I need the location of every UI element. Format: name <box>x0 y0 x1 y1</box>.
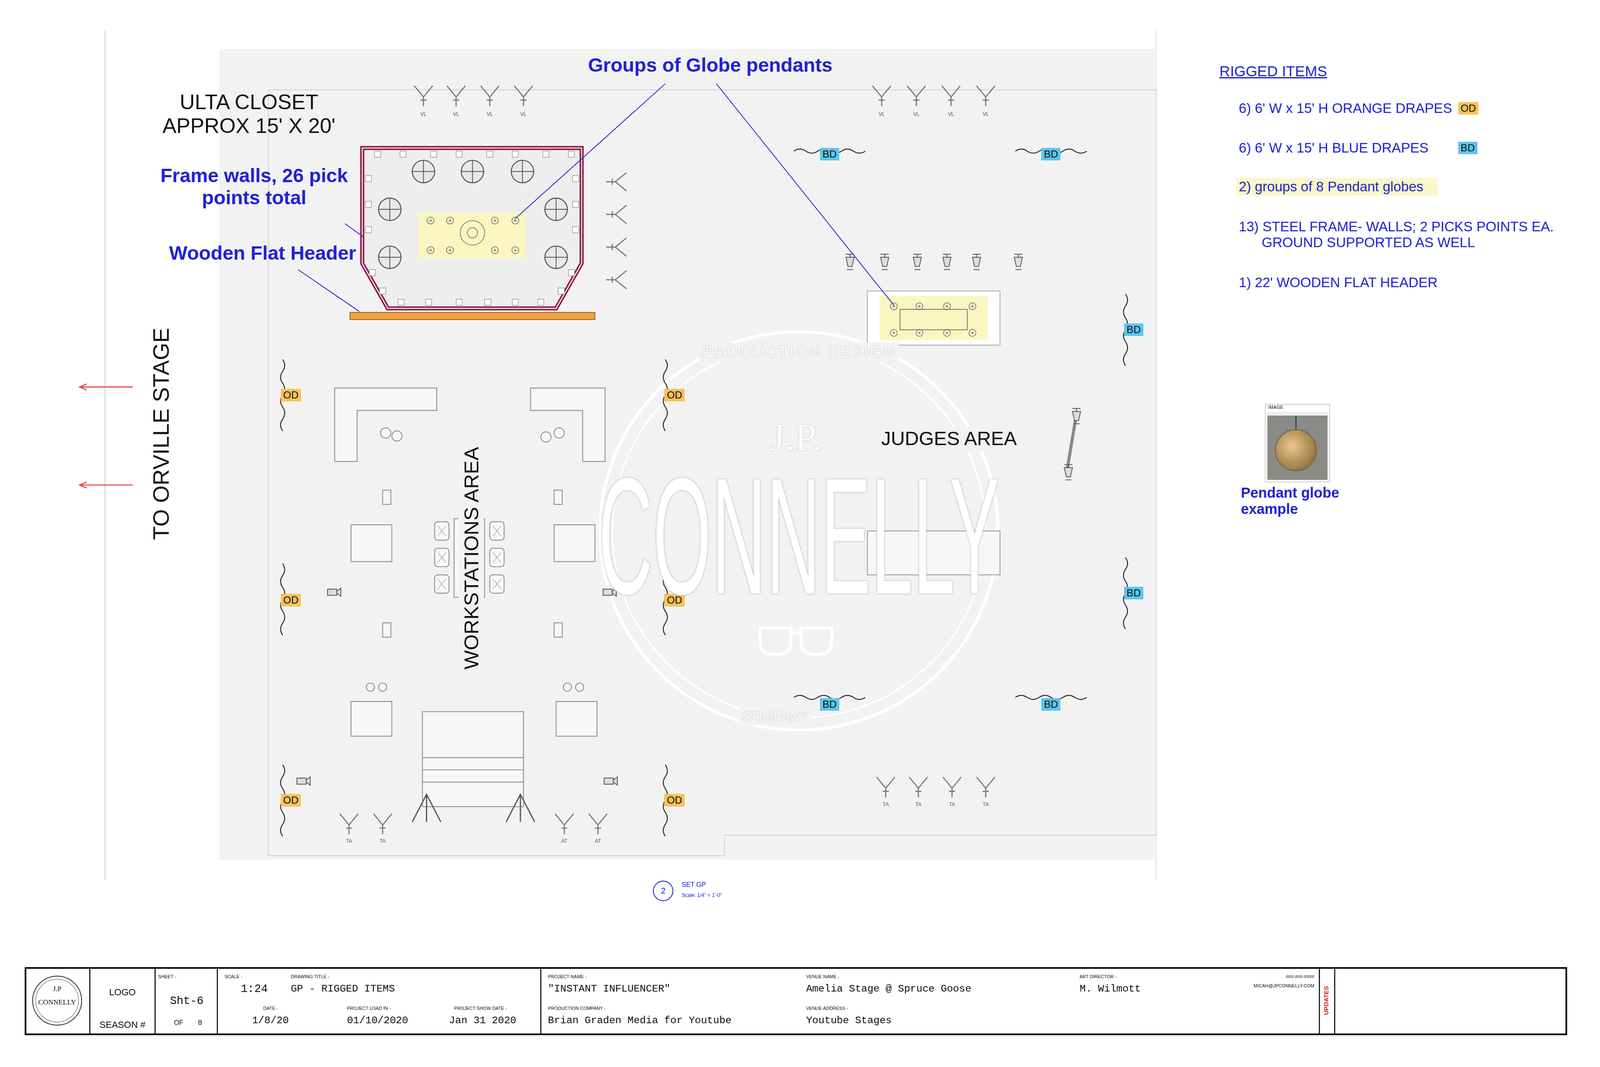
fixture-code: TA <box>982 801 989 808</box>
title-block-text: PROJECT SHOW DATE - <box>454 1005 508 1011</box>
fixture-code: VL <box>520 111 527 118</box>
drape-tag-text: OD <box>283 594 299 606</box>
orange-drape-tag: OD <box>280 388 302 402</box>
legend-heading: RIGGED ITEMS <box>1219 62 1328 80</box>
drape-code: OD <box>1460 102 1477 115</box>
title-block-text: PROJECT LOAD IN - <box>347 1005 391 1011</box>
drape-tag-text: BD <box>1126 587 1141 599</box>
title-block-text: DATE - <box>263 1005 278 1011</box>
watermark: PRODUCTION DESIGN <box>698 342 900 362</box>
legend-text: 6) 6' W x 15' H ORANGE DRAPES <box>1238 100 1453 117</box>
fixture-code: AT <box>561 837 568 844</box>
callout-circle: 2 <box>652 880 674 901</box>
drape-tag-text: OD <box>666 389 683 401</box>
fixture-code: VL <box>913 111 920 118</box>
watermark: COMPANY <box>739 707 813 725</box>
blue-drape-tag: BD <box>820 697 840 711</box>
legend-text: 6) 6' W x 15' H BLUE DRAPES <box>1238 140 1429 156</box>
drape-tag-text: BD <box>1126 323 1141 335</box>
title-block-text: SHEET - <box>158 973 177 980</box>
title-block-text: Sht-6 <box>170 994 204 1008</box>
image-caption: Pendant globe example <box>1240 484 1362 518</box>
legend-text: 2) groups of 8 Pendant globes <box>1238 178 1424 195</box>
title-block-text: DRAWING TITLE - <box>290 973 330 980</box>
title-block-text: LOGO <box>109 986 136 998</box>
title-block-text: SCALE - <box>224 973 243 980</box>
fixture-code: AT <box>595 837 602 844</box>
title-block-text: J.P <box>52 984 62 993</box>
title-block-text: Jan 31 2020 <box>449 1014 517 1027</box>
drape-tag-text: OD <box>666 794 683 806</box>
orange-drape-tag: OD <box>664 793 685 807</box>
fixture-code: VL <box>947 111 955 118</box>
fixture-code: TA <box>949 801 956 808</box>
title-block-text: UPDATES <box>1322 985 1330 1015</box>
blue-drape-tag: BD <box>1041 697 1061 711</box>
fixture-code: VL <box>878 111 885 118</box>
title-block-text: VENUE ADDRESS - <box>806 1005 848 1011</box>
watermark: CONNELLY <box>598 440 1000 631</box>
title-block-cell: PROJECT NAME - "INSTANT INFLUENCER" VENUE … <box>540 967 1320 1034</box>
title-block-text: ###-###-#### <box>1285 973 1315 980</box>
view-title: SET GP <box>681 880 706 889</box>
fixture-code: TA <box>379 837 386 844</box>
title-block-text: 1:24 <box>240 982 268 996</box>
fixture-code: VL <box>486 111 493 118</box>
fixture-code: VL <box>452 111 460 118</box>
area-name: WORKSTATIONS AREA <box>458 443 484 673</box>
drape-tag-text: OD <box>283 794 299 806</box>
fixture-code: VL <box>420 111 427 118</box>
fixture-code: VL <box>982 111 989 118</box>
fixture-code: TA <box>345 837 353 844</box>
title-block-text: 1/8/20 <box>252 1014 289 1027</box>
title-block-cell: SCALE - 1:24 DRAWING TITLE - GP - RIGGED IT… <box>217 967 541 1034</box>
image-tag: IMAGE <box>1268 404 1284 410</box>
drape-code: BD <box>1460 142 1475 154</box>
title-block-text: CONNELLY <box>38 997 77 1007</box>
title-block-text: 01/10/2020 <box>347 1014 409 1027</box>
title-block-text: Amelia Stage @ Spruce Goose <box>806 982 972 995</box>
drape-tag-text: BD <box>822 148 837 160</box>
title-block-cell: J.P CONNELLY <box>25 967 90 1034</box>
title-block-text: M. Wilmott <box>1079 982 1141 995</box>
title-block-cell: SHEET - Sht-6OF 8 <box>155 967 218 1034</box>
rigged-item: 13) STEEL FRAME- WALLS; 2 PICKS POINTS E… <box>1238 218 1591 251</box>
title-block-text: PROJECT NAME - <box>547 973 587 980</box>
title-block-text: SEASON # <box>99 1019 146 1030</box>
title-block-text: OF <box>174 1018 184 1027</box>
fixture-code: TA <box>882 801 889 808</box>
rigged-item: 1) 22' WOODEN FLAT HEADER <box>1238 274 1438 291</box>
callout-title: Groups of Globe pendants <box>587 54 833 77</box>
orange-drape-tag: OD <box>280 793 302 807</box>
title-block-text: VENUE NAME - <box>806 973 840 980</box>
blue-drape-tag: BD <box>1041 147 1061 161</box>
fixture-code: TA <box>915 801 922 808</box>
title-block-text: "INSTANT INFLUENCER" <box>547 982 671 995</box>
callout-note: Wooden Flat Header <box>169 242 357 265</box>
orange-drape-tag: OD <box>664 388 685 402</box>
title-block-text: Brian Graden Media for Youtube <box>547 1014 732 1027</box>
drape-tag-text: OD <box>283 389 299 401</box>
callout-number: 2 <box>660 886 666 896</box>
title-block-text: GP - RIGGED ITEMS <box>290 982 395 995</box>
title-block-text: ART DIRECTOR - <box>1079 973 1117 980</box>
callout-note: Frame walls, 26 pick points total <box>156 164 353 210</box>
area-name: ULTA CLOSET APPROX 15' X 20' <box>149 90 350 139</box>
blue-drape-tag: BD <box>820 147 840 161</box>
title-block-text: PRODUCTION COMPANY - <box>547 1005 606 1011</box>
title-block-cell: LOGO SEASON # <box>90 967 156 1034</box>
drape-tag-text: BD <box>1043 148 1058 160</box>
orange-drape-tag: OD <box>280 593 302 607</box>
blue-drape-tag: BD <box>1124 586 1144 600</box>
title-block-text: Youtube Stages <box>806 1014 893 1027</box>
title-block-cell: UPDATES <box>1319 967 1335 1034</box>
title-block-text: MICAH@JPCONNELLY.COM <box>1253 982 1315 989</box>
drape-tag-text: BD <box>1043 698 1058 710</box>
view-scale: Scale: 1/4" = 1'-0" <box>681 892 723 898</box>
direction-label: TO ORVILLE STAGE <box>148 327 175 540</box>
blue-drape-tag: BD <box>1124 323 1144 336</box>
title-block-text: 8 <box>197 1018 203 1027</box>
drape-tag-text: BD <box>822 698 837 710</box>
